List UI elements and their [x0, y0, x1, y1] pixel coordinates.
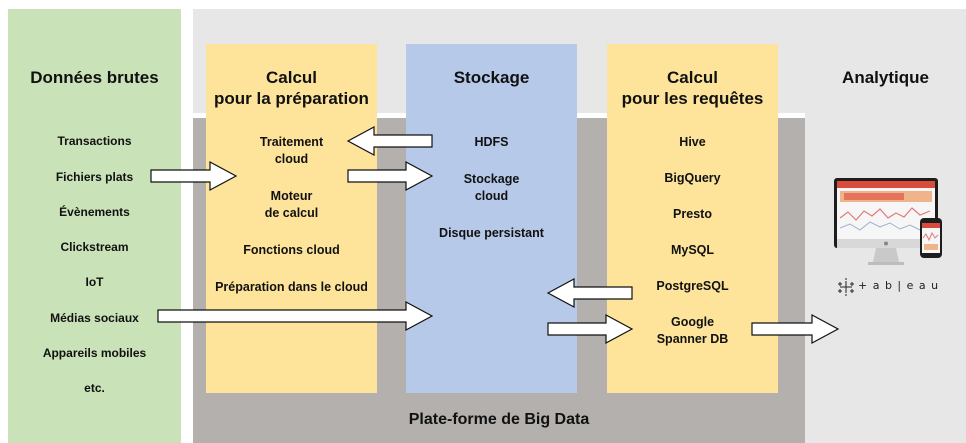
raw-data-panel: [8, 9, 181, 443]
block-arrow-icon: [347, 160, 434, 192]
block-arrow-icon: [547, 313, 634, 345]
prep-item-cloud-processing-l2: cloud: [274, 152, 309, 166]
prep-title-line2: pour la préparation: [214, 89, 369, 108]
storage-item-hdfs: HDFS: [474, 135, 509, 149]
query-item-spanner-l2: Spanner DB: [656, 332, 729, 346]
query-title: Calcul pour les requêtes: [607, 67, 778, 109]
query-column: [607, 44, 778, 393]
query-title-line1: Calcul: [666, 68, 719, 87]
raw-item-social-media: Médias sociaux: [50, 311, 139, 325]
prep-item-cloud-functions: Fonctions cloud: [243, 243, 340, 257]
raw-item-clickstream: Clickstream: [60, 240, 129, 254]
raw-item-flat-files: Fichiers plats: [55, 170, 134, 184]
analytics-title: Analytique: [842, 68, 929, 87]
query-item-spanner-l1: Google: [670, 315, 715, 329]
storage-item-cloud-storage: Stockage cloud: [406, 171, 577, 205]
query-item-presto: Presto: [673, 207, 712, 221]
prep-title: Calcul pour la préparation: [206, 67, 377, 109]
storage-item-cloud-storage-l1: Stockage: [463, 172, 520, 186]
block-arrow-icon: [157, 300, 434, 332]
tableau-logo-text: + a b | e a u: [858, 279, 940, 292]
raw-item-etc: etc.: [84, 381, 105, 395]
platform-label: Plate-forme de Big Data: [408, 411, 590, 428]
tableau-logo-icon: [838, 278, 854, 296]
raw-item-transactions: Transactions: [57, 134, 132, 148]
prep-item-compute-engine: Moteur de calcul: [206, 188, 377, 222]
storage-item-cloud-storage-l2: cloud: [474, 189, 509, 203]
query-item-spanner: Google Spanner DB: [607, 314, 778, 348]
block-arrow-icon: [751, 313, 840, 345]
prep-item-cloud-prep: Préparation dans le cloud: [215, 280, 368, 294]
storage-title: Stockage: [453, 68, 530, 87]
prep-item-compute-engine-l1: Moteur: [270, 189, 313, 203]
query-item-hive: Hive: [679, 135, 706, 149]
block-arrow-icon: [346, 125, 433, 157]
prep-title-line1: Calcul: [265, 68, 318, 87]
prep-item-compute-engine-l2: de calcul: [264, 206, 319, 220]
prep-column: [206, 44, 377, 393]
raw-item-iot: IoT: [85, 275, 104, 289]
query-item-bigquery: BigQuery: [664, 171, 721, 185]
tableau-logo: + a b | e a u: [836, 278, 946, 296]
query-title-line2: pour les requêtes: [621, 89, 764, 108]
block-arrow-icon: [150, 160, 238, 192]
prep-item-cloud-processing: Traitement cloud: [206, 134, 377, 168]
query-item-postgresql: PostgreSQL: [656, 279, 729, 293]
storage-item-persistent-disk: Disque persistant: [439, 226, 544, 240]
raw-item-mobile-devices: Appareils mobiles: [42, 346, 147, 360]
query-item-mysql: MySQL: [670, 243, 715, 257]
block-arrow-icon: [546, 277, 633, 309]
dashboard-devices-icon: [834, 178, 942, 265]
prep-item-cloud-processing-l1: Traitement: [259, 135, 324, 149]
raw-data-title: Données brutes: [30, 68, 159, 87]
raw-item-events: Évènements: [59, 205, 130, 219]
